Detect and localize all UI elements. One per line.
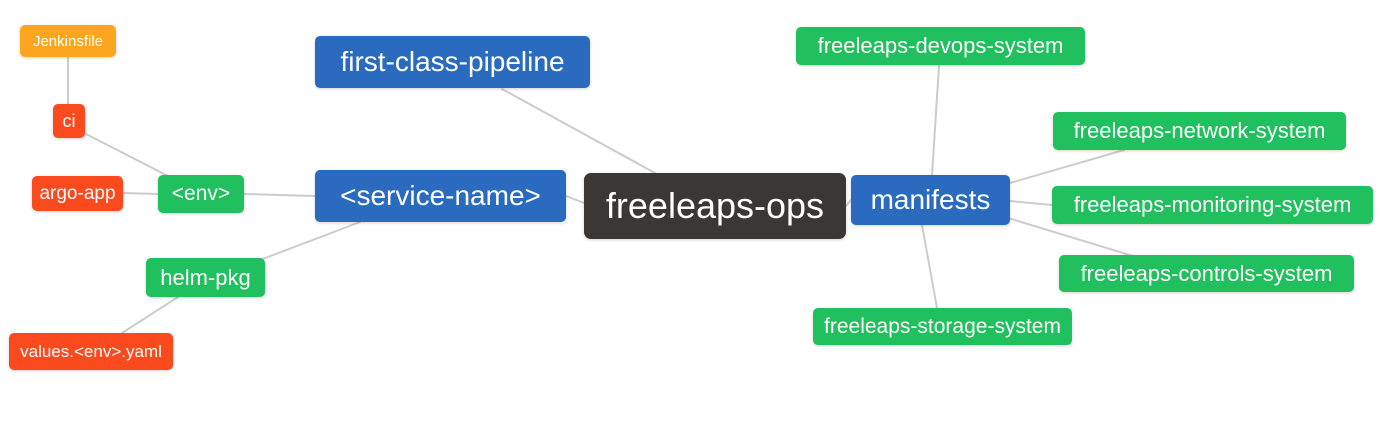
edge-env-service-name (243, 193, 316, 197)
edge-manifests-controls (1007, 217, 1134, 257)
edge-manifests-monitoring (1009, 200, 1053, 206)
edge-argo-app-env (122, 192, 159, 195)
node-service-name[interactable]: <service-name> (315, 170, 566, 222)
edge-helm-pkg-values-yaml (121, 296, 179, 334)
node-freeleaps-ops-root[interactable]: freeleaps-ops (584, 173, 846, 239)
node-freeleaps-devops-system[interactable]: freeleaps-devops-system (796, 27, 1085, 65)
node-ci[interactable]: ci (53, 104, 85, 138)
edge-manifests-devops (931, 65, 940, 176)
node-values-env-yaml[interactable]: values.<env>.yaml (9, 333, 173, 370)
node-argo-app[interactable]: argo-app (32, 176, 123, 211)
node-jenkinsfile[interactable]: Jenkinsfile (20, 25, 116, 57)
edge-service-name-helm-pkg (259, 221, 361, 261)
edge-service-name-root (565, 195, 585, 204)
edge-manifests-storage (921, 224, 938, 309)
node-manifests[interactable]: manifests (851, 175, 1010, 225)
node-helm-pkg[interactable]: helm-pkg (146, 258, 265, 297)
node-freeleaps-monitoring-system[interactable]: freeleaps-monitoring-system (1052, 186, 1373, 224)
edge-ci-env (83, 132, 169, 177)
node-first-class-pipeline[interactable]: first-class-pipeline (315, 36, 590, 88)
node-freeleaps-storage-system[interactable]: freeleaps-storage-system (813, 308, 1072, 345)
edge-pipeline-root (501, 88, 656, 174)
edge-manifests-network (1009, 149, 1125, 184)
edge-root-manifests (845, 199, 852, 207)
node-env[interactable]: <env> (158, 175, 244, 213)
node-freeleaps-network-system[interactable]: freeleaps-network-system (1053, 112, 1346, 150)
node-freeleaps-controls-system[interactable]: freeleaps-controls-system (1059, 255, 1354, 292)
